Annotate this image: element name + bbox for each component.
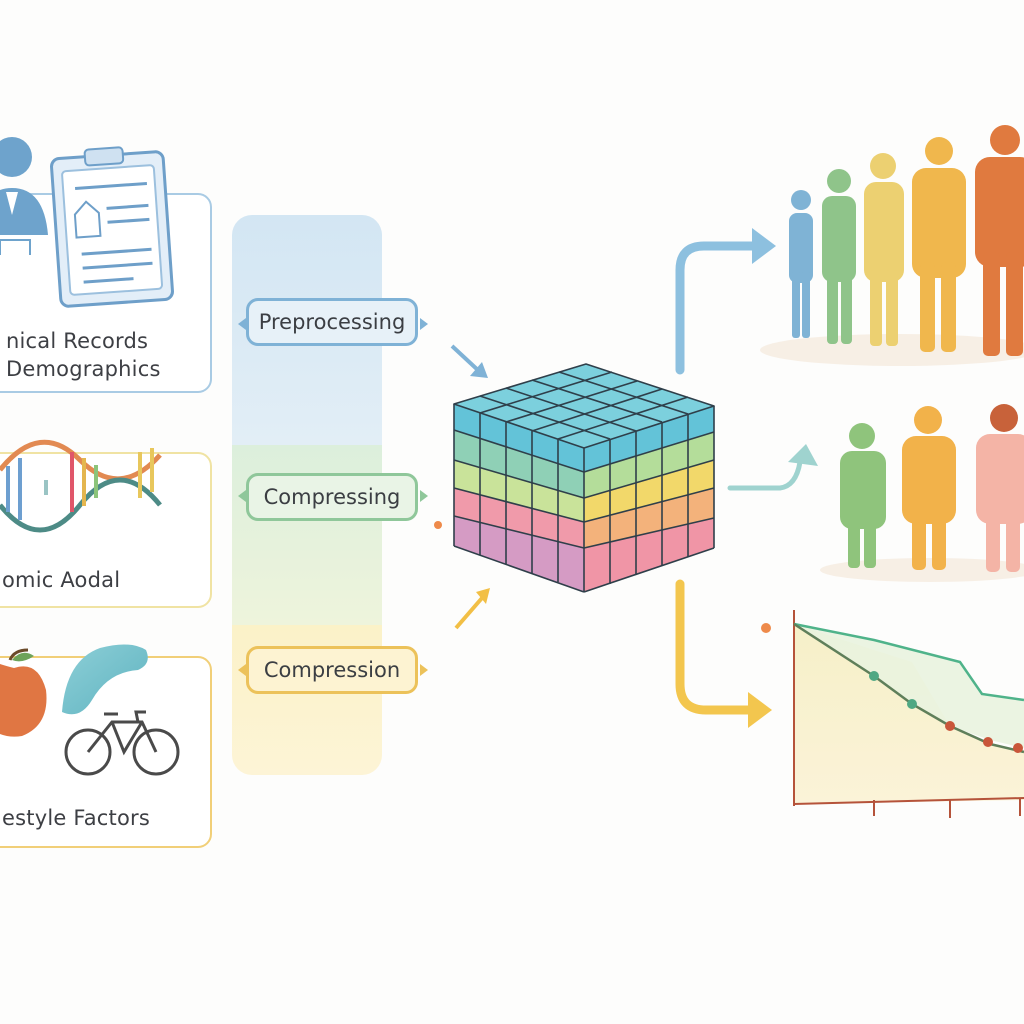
population-group-icon (760, 125, 1024, 366)
source-card-genomic-title: omic Aodal (2, 568, 121, 592)
data-cube-icon (453, 363, 715, 593)
exercise-icon (62, 644, 148, 715)
bicycle-icon (64, 710, 180, 776)
person-figure-icon (789, 190, 813, 338)
person-figure-icon (912, 137, 966, 352)
dna-helix-icon (0, 439, 162, 533)
step-preprocessing-label: Preprocessing (258, 310, 406, 334)
arrow-to-chart-icon (675, 579, 772, 728)
step-compression-pill: Compression (246, 646, 418, 694)
connector-tick-icon (238, 318, 428, 676)
person-figure-icon (822, 169, 856, 344)
arrow-into-cube-top-icon (450, 344, 488, 378)
connector-dot-icon (434, 521, 442, 529)
patient-subgroup-icon (820, 404, 1024, 582)
source-card-lifestyle-title: estyle Factors (2, 806, 150, 830)
step-compression-label: Compression (263, 658, 401, 682)
person-figure-icon (902, 406, 956, 570)
step-compressing-pill: Compressing (246, 473, 418, 521)
apple-icon (0, 648, 47, 737)
clinical-record-icon (50, 146, 174, 308)
person-figure-icon (975, 125, 1024, 356)
step-preprocessing-pill: Preprocessing (246, 298, 418, 346)
arrow-into-cube-bottom-icon (454, 588, 490, 630)
arrow-to-population-icon (675, 228, 776, 375)
step-compressing-label: Compressing (263, 485, 401, 509)
person-avatar-icon (0, 137, 48, 255)
arrow-to-subgroup-icon (727, 444, 818, 491)
trend-chart-icon (761, 610, 1024, 818)
person-figure-icon (840, 423, 886, 568)
source-card-clinical-subtitle: Demographics (6, 357, 161, 381)
person-figure-icon (976, 404, 1024, 572)
source-card-clinical-title: nical Records (6, 329, 149, 353)
person-figure-icon (864, 153, 904, 346)
